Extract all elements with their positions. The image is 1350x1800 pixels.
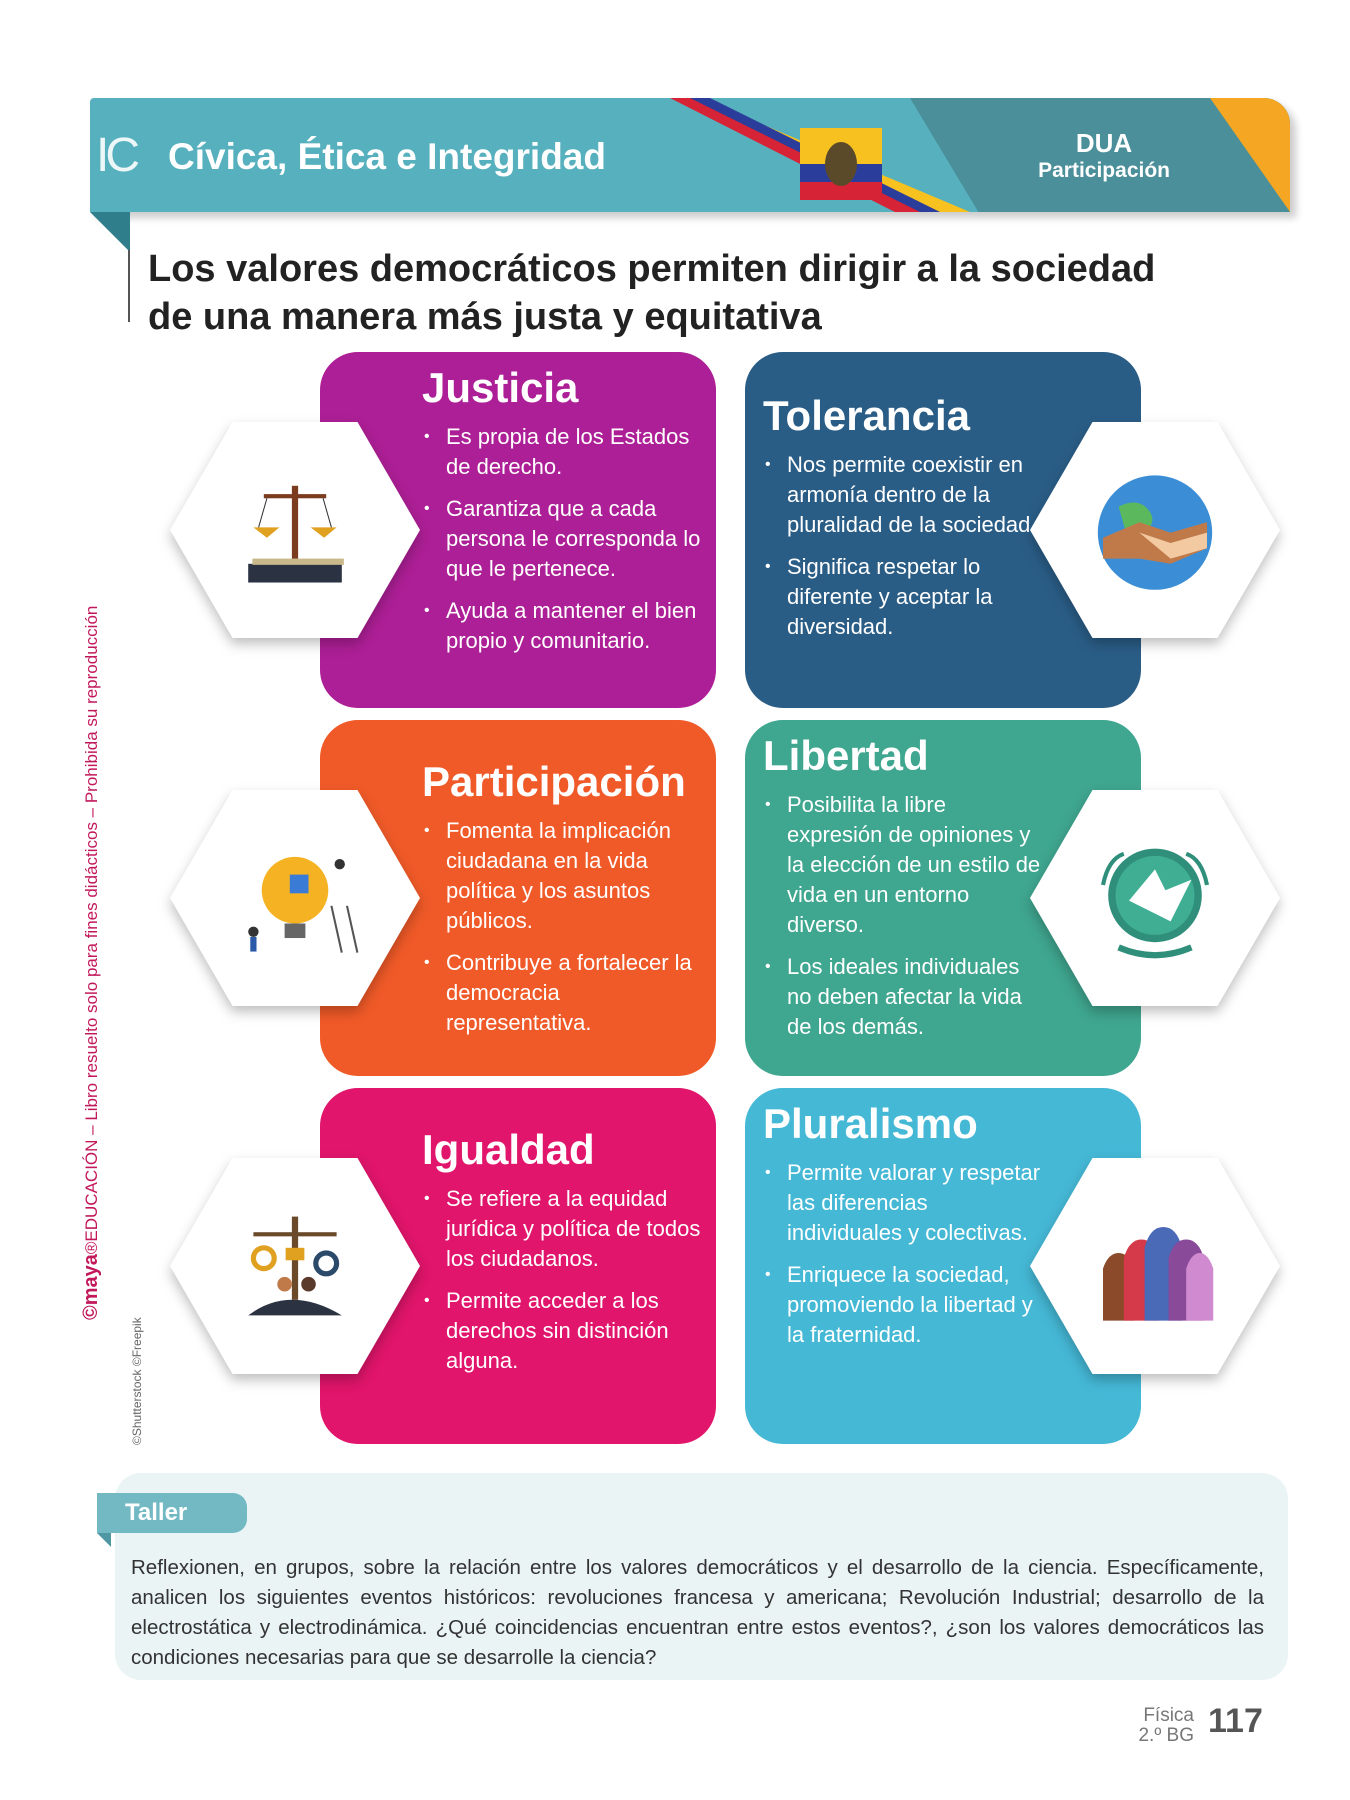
grade: 2.º BG xyxy=(1138,1725,1194,1746)
gender-equality-scales-icon xyxy=(248,1216,342,1316)
taller-tab-fold xyxy=(97,1533,111,1547)
dua-badge: DUA Participación xyxy=(1038,128,1170,183)
card-title: Tolerancia xyxy=(763,392,970,439)
hexagon-frame xyxy=(170,790,420,1006)
heading-rule xyxy=(128,250,130,322)
card-list: Nos permite coexistir en armonía dentro … xyxy=(763,450,1041,642)
icon-hexagon xyxy=(170,1158,420,1374)
card-content: ParticipaciónFomenta la implicación ciud… xyxy=(422,758,702,1050)
card-list: Posibilita la libre expresión de opinion… xyxy=(763,790,1041,1042)
puzzle-bulb-people-icon xyxy=(248,856,359,953)
list-item: Garantiza que a cada persona le correspo… xyxy=(422,494,702,584)
dove-globe-icon xyxy=(1100,848,1210,959)
hexagon-frame xyxy=(170,422,420,638)
page-number: 117 xyxy=(1208,1702,1263,1740)
list-item: Contribuye a fortalecer la democracia re… xyxy=(422,948,702,1038)
card-title: Igualdad xyxy=(422,1126,595,1173)
hexagon-frame xyxy=(170,1158,420,1374)
card-content: PluralismoPermite valorar y respetar las… xyxy=(763,1100,1041,1362)
icon-hexagon xyxy=(1030,1158,1280,1374)
card-title: Libertad xyxy=(763,732,929,779)
list-item: Significa respetar lo diferente y acepta… xyxy=(763,552,1041,642)
card-list: Permite valorar y respetar las diferenci… xyxy=(763,1158,1041,1350)
subject: Física xyxy=(1143,1705,1194,1726)
value-card-libertad: LibertadPosibilita la libre expresión de… xyxy=(745,720,1141,1076)
card-content: LibertadPosibilita la libre expresión de… xyxy=(763,732,1041,1054)
list-item: Se refiere a la equidad jurídica y polít… xyxy=(422,1184,702,1274)
icon-hexagon xyxy=(1030,422,1280,638)
icon-hexagon xyxy=(1030,790,1280,1006)
section-header: IC Cívica, Ética e Integridad DUA Partic… xyxy=(90,98,1290,212)
list-item: Permite acceder a los derechos sin disti… xyxy=(422,1286,702,1376)
taller-text: Reflexionen, en grupos, sobre la relació… xyxy=(131,1556,1264,1669)
list-item: Nos permite coexistir en armonía dentro … xyxy=(763,450,1041,540)
list-item: Posibilita la libre expresión de opinion… xyxy=(763,790,1041,940)
card-title: Justicia xyxy=(422,364,579,411)
header-fold xyxy=(90,212,130,252)
page-heading: Los valores democráticos permiten dirigi… xyxy=(148,248,1156,338)
icon-hexagon xyxy=(170,422,420,638)
hexagon-frame xyxy=(1030,1158,1280,1374)
scales-justice-book-icon xyxy=(248,485,344,583)
ic-logo: IC xyxy=(96,129,140,182)
card-title: Pluralismo xyxy=(763,1100,978,1147)
value-card-participacion: ParticipaciónFomenta la implicación ciud… xyxy=(320,720,716,1076)
ecuador-flag-ribbon-icon xyxy=(670,98,970,212)
copyright-notice: ©maya®EDUCACIÓN – Libro resuelto solo pa… xyxy=(80,606,103,1320)
card-content: ToleranciaNos permite coexistir en armon… xyxy=(763,392,1041,654)
taller-box: Reflexionen, en grupos, sobre la relació… xyxy=(115,1473,1288,1680)
hexagon-frame xyxy=(1030,790,1280,1006)
handshake-globe-icon xyxy=(1097,475,1213,590)
list-item: Los ideales individuales no deben afecta… xyxy=(763,952,1041,1042)
list-item: Permite valorar y respetar las diferenci… xyxy=(763,1158,1041,1248)
icon-hexagon xyxy=(170,790,420,1006)
list-item: Ayuda a mantener el bien propio y comuni… xyxy=(422,596,702,656)
card-list: Se refiere a la equidad jurídica y polít… xyxy=(422,1184,702,1376)
diverse-people-silhouettes-icon xyxy=(1103,1227,1214,1321)
copyright-text: ®EDUCACIÓN – Libro resuelto solo para fi… xyxy=(82,605,101,1255)
image-credit: ©Shutterstock ©Freepik xyxy=(130,1317,144,1445)
list-item: Enriquece la sociedad, promoviendo la li… xyxy=(763,1260,1041,1350)
hexagon-frame xyxy=(1030,422,1280,638)
list-item: Es propia de los Estados de derecho. xyxy=(422,422,702,482)
section-title: Cívica, Ética e Integridad xyxy=(168,136,606,177)
card-content: Justicia Es propia de los Estados de dere… xyxy=(422,364,702,668)
dua-sublabel: Participación xyxy=(1038,159,1170,182)
taller-label: Taller xyxy=(97,1493,247,1533)
list-item: Fomenta la implicación ciudadana en la v… xyxy=(422,816,702,936)
card-list: Es propia de los Estados de derecho. Gara… xyxy=(422,422,702,656)
card-content: Igualdad Se refiere a la equidad jurídica… xyxy=(422,1126,702,1388)
brand: ©maya xyxy=(80,1254,102,1320)
card-title: Participación xyxy=(422,758,686,805)
dua-label: DUA xyxy=(1075,128,1133,158)
card-list: Fomenta la implicación ciudadana en la v… xyxy=(422,816,702,1038)
